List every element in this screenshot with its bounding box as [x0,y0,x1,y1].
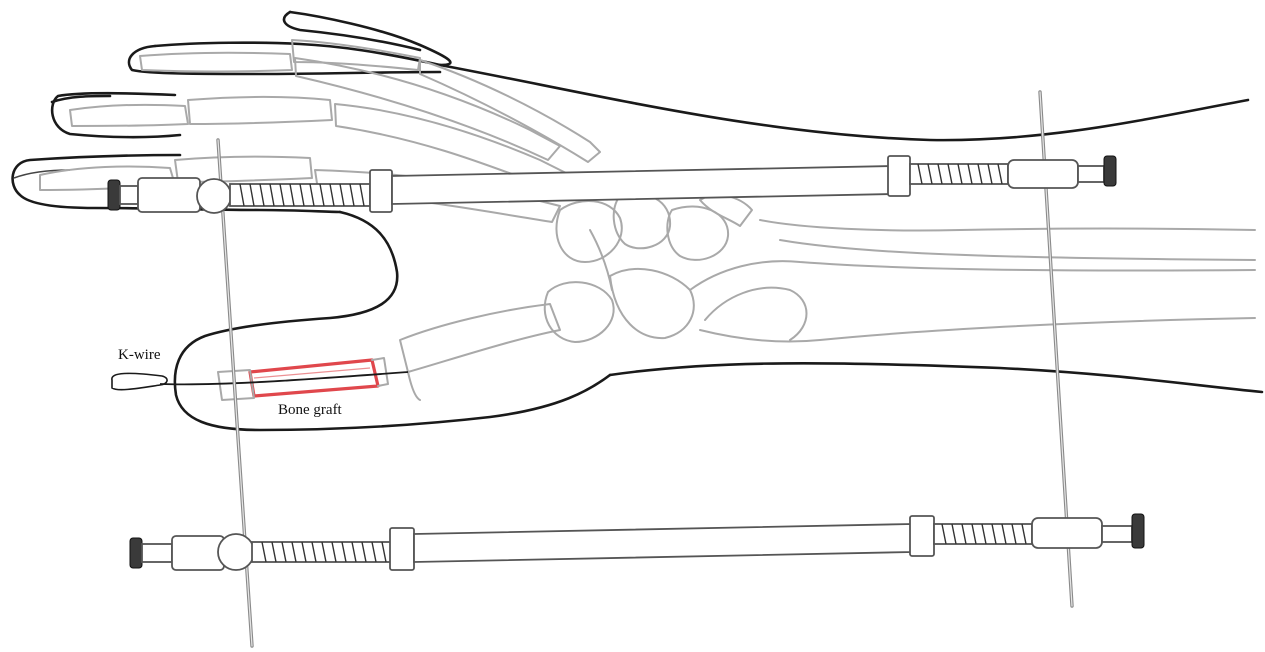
fixator-bar-top [108,156,1116,213]
kwire-label: K-wire [118,347,161,363]
bone-graft-label: Bone graft [278,402,343,418]
hand-outline [13,12,1262,430]
fixator-bar-bottom [130,514,1144,570]
